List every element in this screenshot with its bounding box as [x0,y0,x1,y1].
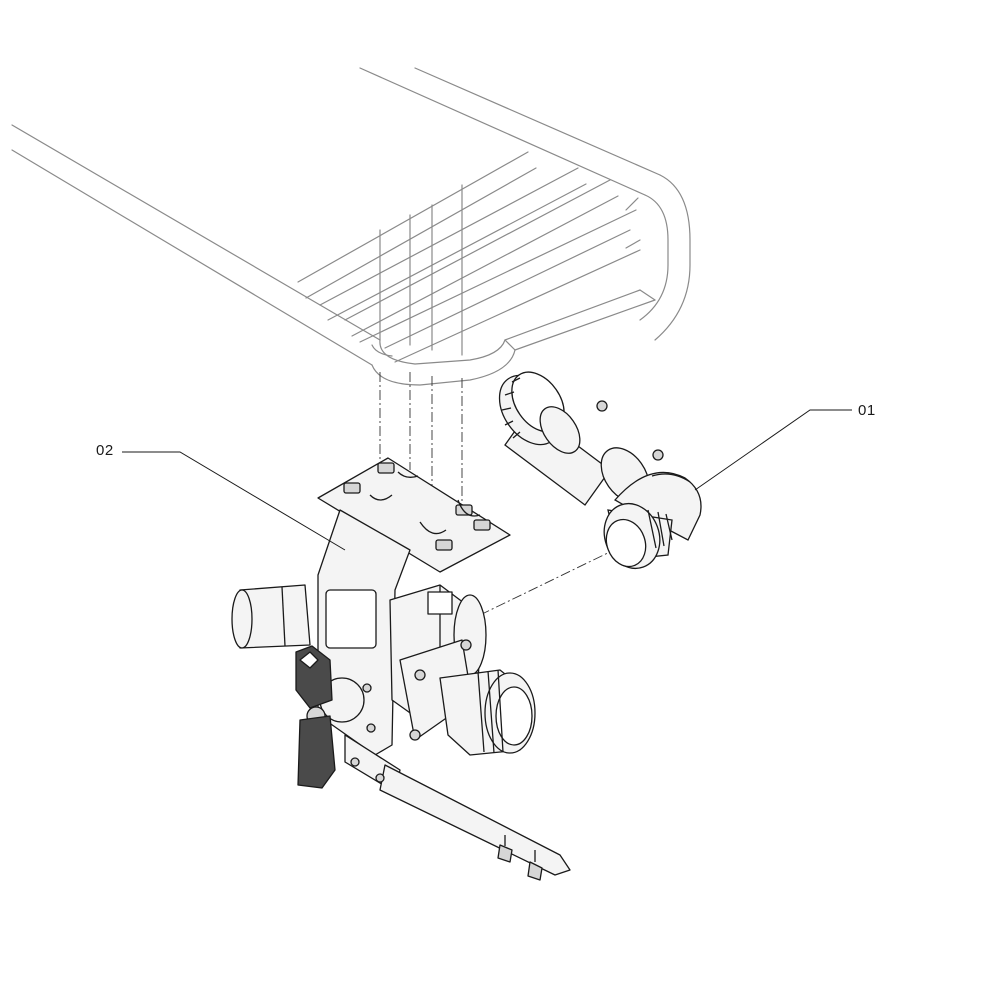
leader-lines [122,409,852,551]
callout-label-01: 01 [858,402,876,419]
part-02-valve-assembly [231,457,571,881]
leader-line-02 [122,451,346,551]
callout-label-02: 02 [96,442,114,459]
leader-line-01 [694,409,852,491]
part-01-elbow-fitting [498,371,702,570]
alignment-lines [379,372,619,616]
rack-frame [11,67,691,386]
